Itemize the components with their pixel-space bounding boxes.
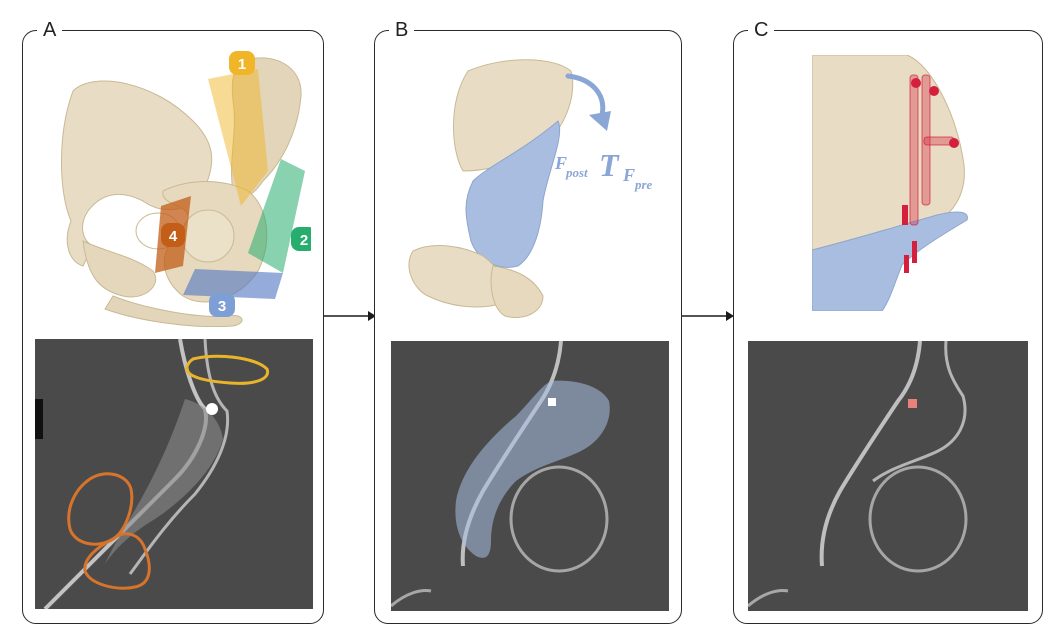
screw-marker — [908, 399, 917, 408]
screw-marker — [548, 398, 556, 406]
formula-right-f: F — [623, 165, 635, 186]
femoral-head — [182, 210, 234, 262]
screw-planning-render — [812, 55, 978, 311]
formula-right-pre: pre — [635, 177, 652, 193]
panel-b: B F post T F pre — [374, 30, 682, 624]
formula-left-post: post — [566, 165, 588, 181]
formula-t-symbol: T — [599, 147, 619, 184]
screw-marker — [206, 403, 218, 415]
panel-c: C — [733, 30, 1043, 624]
rotation-arrow-icon — [568, 76, 611, 131]
ischium — [491, 266, 543, 317]
panel-c-label: C — [748, 17, 774, 43]
panel-a-label: A — [37, 17, 62, 43]
plane-3-number: 3 — [218, 298, 226, 315]
ct-slice-a — [35, 339, 313, 609]
right-arrow-icon — [682, 308, 734, 324]
transform-formula: F post T F pre — [555, 143, 675, 203]
plane-1-number: 1 — [238, 56, 246, 73]
cut-plane-3 — [183, 269, 283, 299]
ct-slice-c — [748, 341, 1028, 611]
ct-slice-b — [391, 341, 669, 611]
panel-b-label: B — [389, 17, 414, 43]
pelvis-render-with-planes: 1 2 3 4 — [43, 41, 311, 327]
panel-a: A 1 2 3 4 — [22, 30, 324, 624]
plane-4-number: 4 — [169, 228, 178, 245]
right-arrow-icon — [324, 308, 376, 324]
pelvis-bone — [83, 241, 156, 297]
plane-2-number: 2 — [300, 232, 308, 249]
